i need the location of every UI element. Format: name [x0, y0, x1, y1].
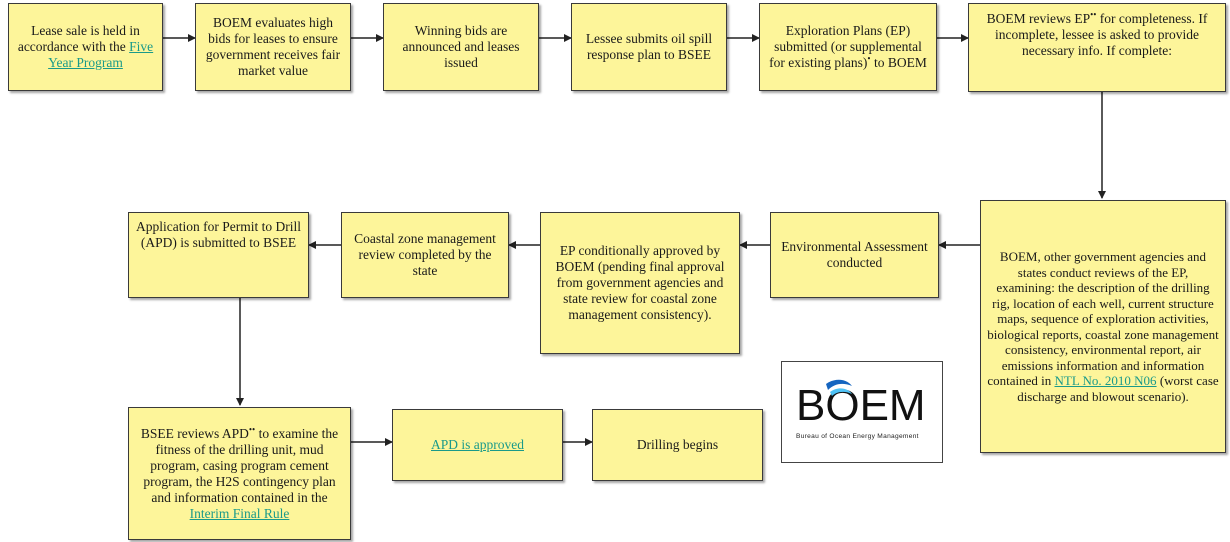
- footnote-marker: ••: [1090, 9, 1097, 20]
- step-environmental-assessment: Environmental Assessment conducted: [770, 212, 939, 298]
- logo-wordmark: BOEM: [796, 381, 926, 430]
- step-exploration-plans: Exploration Plans (EP) submitted (or sup…: [759, 3, 937, 91]
- ntl-2010-n06-link[interactable]: NTL No. 2010 N06: [1054, 373, 1157, 388]
- step-text: BOEM evaluates high bids for leases to e…: [205, 15, 341, 78]
- step-text: Winning bids are announced and leases is…: [402, 23, 520, 70]
- step-ep-conditionally-approved: EP conditionally approved by BOEM (pendi…: [540, 212, 740, 354]
- step-text: Lessee submits oil spill response plan t…: [585, 31, 713, 62]
- boem-logo-graphic: BOEM Bureau of Ocean Energy Management: [796, 379, 926, 440]
- wave-icon: [826, 379, 852, 396]
- step-text: EP conditionally approved by BOEM (pendi…: [555, 243, 725, 322]
- step-oil-spill-plan: Lessee submits oil spill response plan t…: [571, 3, 727, 91]
- apd-approved-link[interactable]: APD is approved: [431, 437, 524, 452]
- step-lease-sale: Lease sale is held in accordance with th…: [8, 3, 163, 91]
- step-apd-submitted: Application for Permit to Drill (APD) is…: [128, 212, 309, 298]
- step-winning-bids: Winning bids are announced and leases is…: [383, 3, 539, 91]
- step-text: Application for Permit to Drill (APD) is…: [136, 219, 301, 250]
- footnote-marker: ••: [248, 424, 256, 434]
- step-bsee-reviews-apd: BSEE reviews APD•• to examine the fitnes…: [128, 407, 351, 540]
- five-year-program-link[interactable]: Five Year Program: [48, 39, 154, 70]
- step-drilling-begins: Drilling begins: [592, 409, 763, 481]
- step-text: Coastal zone management review completed…: [354, 231, 496, 278]
- step-boem-reviews-ep: BOEM reviews EP•• for completeness. If i…: [968, 3, 1226, 92]
- boem-logo: BOEM Bureau of Ocean Energy Management: [781, 361, 943, 463]
- footnote-marker: •: [867, 53, 871, 64]
- step-text: Drilling begins: [636, 437, 719, 452]
- step-coastal-zone-review: Coastal zone management review completed…: [341, 212, 509, 298]
- step-apd-approved: APD is approved: [392, 409, 563, 481]
- logo-tagline: Bureau of Ocean Energy Management: [796, 433, 919, 440]
- step-text: Environmental Assessment conducted: [781, 239, 928, 270]
- step-boem-evaluates-bids: BOEM evaluates high bids for leases to e…: [195, 3, 351, 91]
- interim-final-rule-link[interactable]: Interim Final Rule: [189, 505, 290, 521]
- step-agency-reviews: BOEM, other government agencies and stat…: [980, 200, 1226, 453]
